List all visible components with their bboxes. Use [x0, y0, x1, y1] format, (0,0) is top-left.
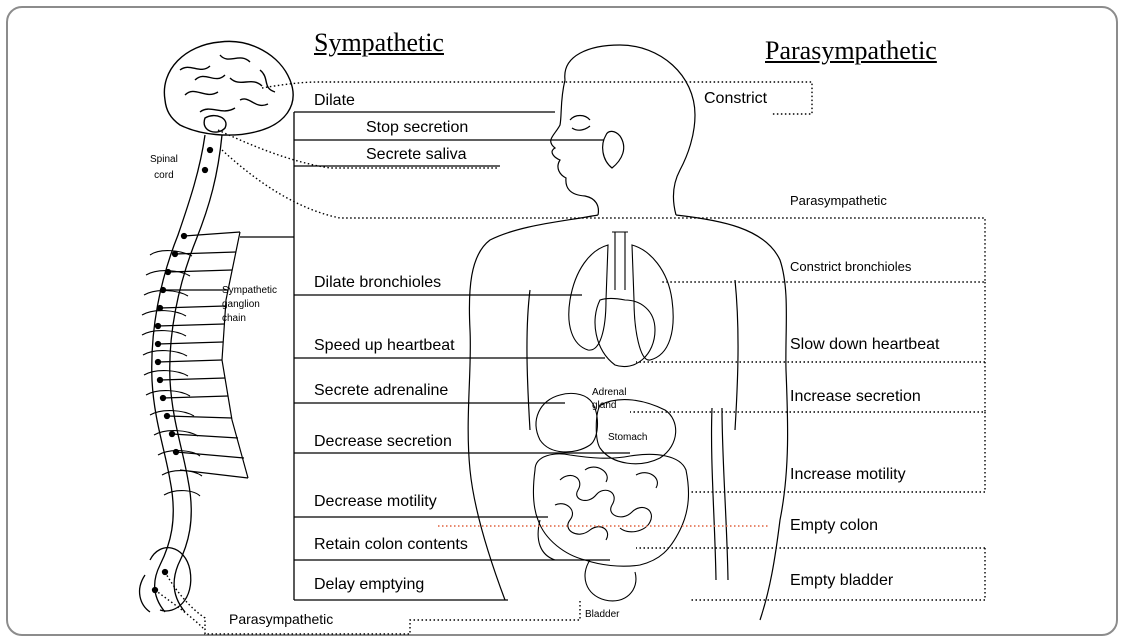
- sympathetic-effect-dilate: Dilate: [314, 93, 355, 109]
- sympathetic-effect-speed-heartbeat: Speed up heartbeat: [314, 338, 455, 354]
- sympathetic-effect-stop-secretion: Stop secretion: [366, 120, 468, 136]
- parasympathetic-effect-slow-heartbeat: Slow down heartbeat: [790, 337, 939, 353]
- parasympathetic-effect-empty-colon: Empty colon: [790, 518, 878, 534]
- sympathetic-effect-secrete-adrenaline: Secrete adrenaline: [314, 383, 448, 399]
- spinal-column: [140, 135, 222, 612]
- sympathetic-connectors: [294, 112, 630, 600]
- sympathetic-effect-dilate-bronchioles: Dilate bronchioles: [314, 275, 441, 291]
- ganglion-chain-label: Sympathetic ganglion chain: [222, 284, 277, 326]
- parasympathetic-effect-increase-motility: Increase motility: [790, 467, 906, 483]
- sympathetic-effect-retain-colon: Retain colon contents: [314, 537, 468, 553]
- parasympathetic-effect-constrict: Constrict: [704, 91, 767, 107]
- sympathetic-heading: Sympathetic: [314, 30, 444, 56]
- sympathetic-effect-delay-emptying: Delay emptying: [314, 577, 424, 593]
- parasympathetic-effect-empty-bladder: Empty bladder: [790, 573, 893, 589]
- parasympathetic-sacral-label: Parasympathetic: [229, 612, 333, 626]
- spinal-cord-label: Spinal cord: [150, 152, 178, 184]
- adrenal-gland-label: Adrenal gland: [592, 386, 626, 412]
- body-outline: [468, 45, 787, 620]
- parasympathetic-effect-increase-secretion: Increase secretion: [790, 389, 921, 405]
- parasympathetic-cranial-label: Parasympathetic: [790, 194, 887, 207]
- parasympathetic-heading: Parasympathetic: [765, 38, 937, 64]
- sympathetic-effect-decrease-secretion: Decrease secretion: [314, 434, 452, 450]
- stomach-label: Stomach: [608, 432, 647, 445]
- sympathetic-effect-secrete-saliva: Secrete saliva: [366, 147, 467, 163]
- parasympathetic-effect-constrict-bronchioles: Constrict bronchioles: [790, 260, 911, 273]
- ganglion-chain: [158, 232, 294, 478]
- sympathetic-effect-decrease-motility: Decrease motility: [314, 494, 437, 510]
- internal-organs: [533, 232, 688, 601]
- brain-illustration: [164, 41, 293, 135]
- bladder-label: Bladder: [585, 609, 619, 622]
